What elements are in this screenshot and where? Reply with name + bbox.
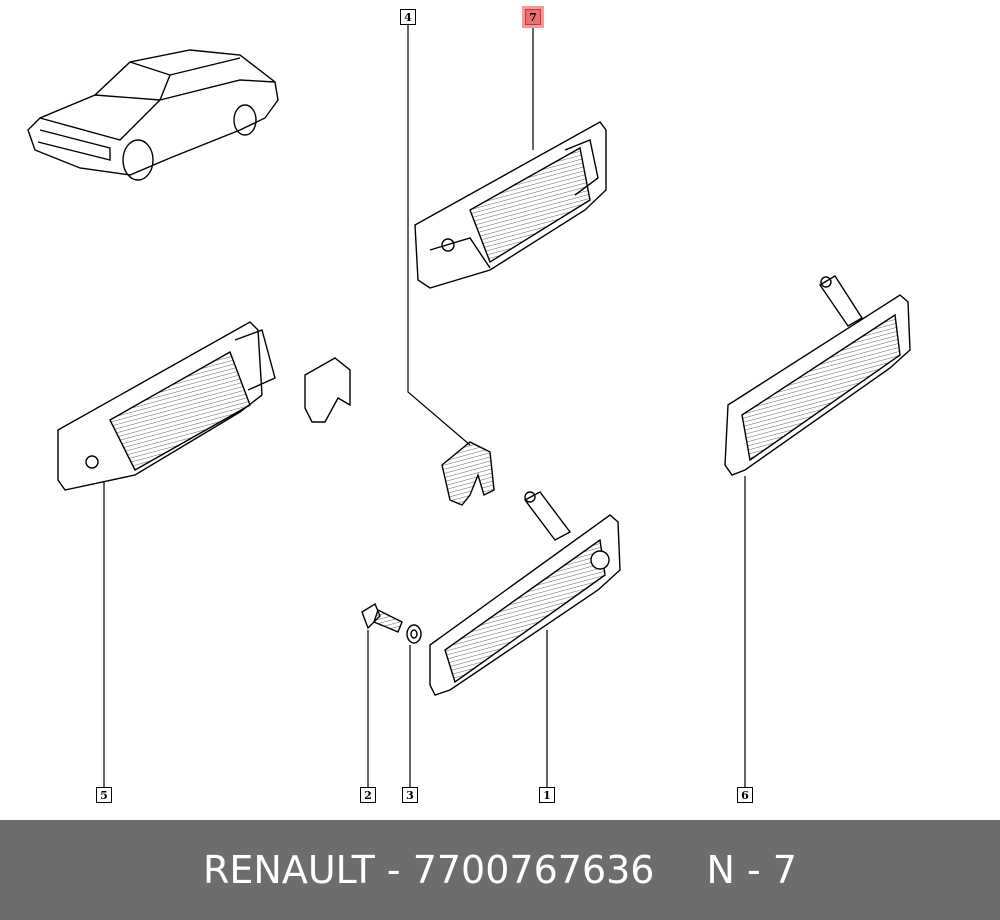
callout-2[interactable]: 2: [360, 787, 376, 803]
part-5-door-handle: [57, 321, 276, 491]
callout-6[interactable]: 6: [737, 787, 753, 803]
separator: -: [374, 848, 413, 892]
part-7-door-handle: [414, 121, 607, 289]
callout-7-highlighted[interactable]: 7: [522, 6, 544, 28]
reference-label: N - 7: [706, 848, 797, 892]
part-3-nut: [406, 624, 422, 644]
part-1-door-handle: [429, 491, 621, 696]
exploded-parts-diagram: [27, 25, 911, 787]
callout-1[interactable]: 1: [539, 787, 555, 803]
callout-5[interactable]: 5: [96, 787, 112, 803]
callout-4[interactable]: 4: [400, 9, 416, 25]
callout-3[interactable]: 3: [402, 787, 418, 803]
part-4-clip: [441, 441, 495, 506]
car-illustration: [27, 49, 279, 181]
part-6-door-handle: [724, 275, 911, 476]
part-number: 7700767636: [412, 848, 655, 892]
part-2-bolt: [361, 602, 403, 633]
leader-lines: [103, 25, 746, 787]
clip-part: [304, 357, 351, 423]
part-info-footer: RENAULT - 7700767636 N - 7: [0, 820, 1000, 920]
brand-name: RENAULT: [203, 848, 375, 892]
